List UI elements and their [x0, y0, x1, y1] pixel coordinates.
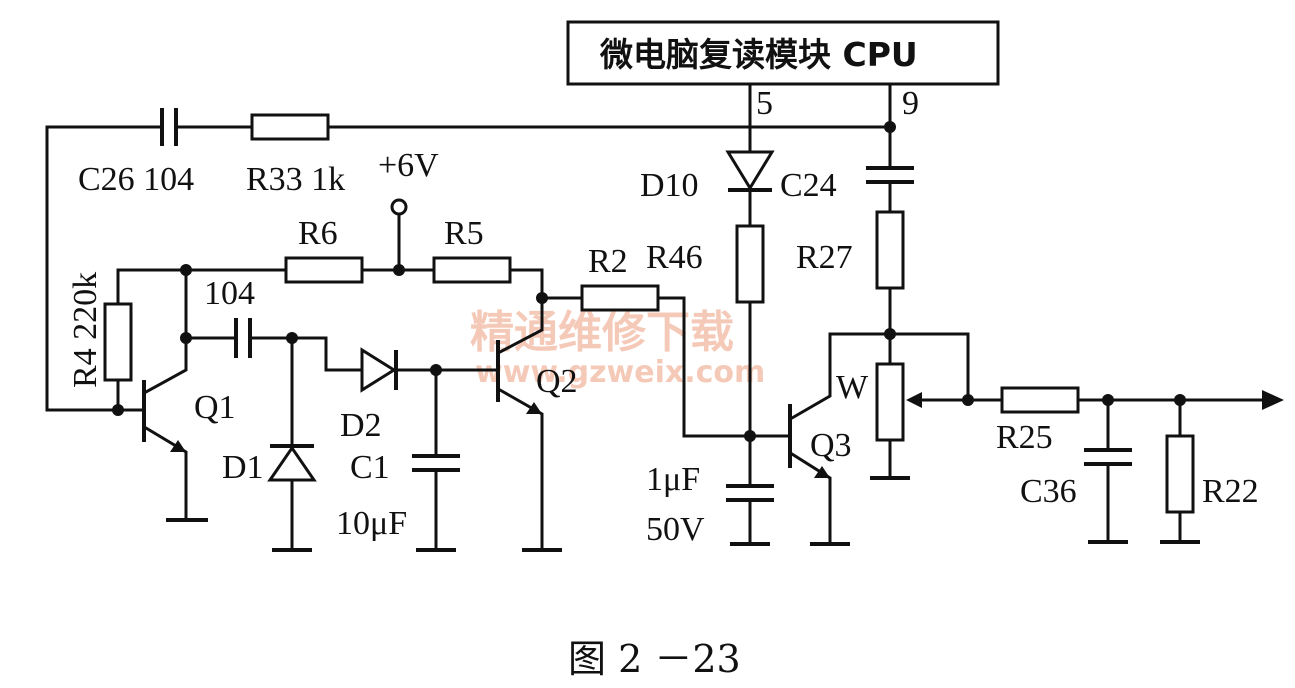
wire-r5-r2	[508, 268, 544, 300]
d10-label: D10	[640, 167, 699, 204]
q1-emitter	[143, 425, 188, 520]
wire-r4-top	[116, 268, 288, 306]
w-label: W	[836, 369, 869, 406]
q3-collector	[789, 332, 970, 421]
r4-label: R4 220k	[67, 272, 104, 388]
r5-resistor	[432, 256, 512, 284]
r22-label: R22	[1202, 473, 1259, 510]
r46-label: R46	[646, 239, 703, 276]
c36-label: C36	[1020, 473, 1077, 510]
node-vcc	[393, 264, 405, 276]
cpu-label: 微电脑复读模块 CPU	[599, 35, 918, 74]
output-arrow	[1262, 390, 1284, 410]
d1-diode	[267, 445, 317, 482]
r33-label: R33 1k	[246, 161, 345, 198]
r33-resistor	[250, 113, 330, 141]
r27-label: R27	[796, 239, 853, 276]
r25-label: R25	[996, 419, 1053, 456]
q2-collector	[497, 296, 544, 355]
r27-resistor	[875, 210, 905, 290]
q3-label: Q3	[810, 427, 852, 464]
figure-caption: 图 2 －23	[568, 637, 741, 681]
watermark-cn: 精通维修下载	[470, 307, 734, 358]
d10-diode	[725, 150, 775, 191]
q1-label: Q1	[194, 389, 236, 426]
feedback-wire	[45, 125, 162, 412]
q3-emitter	[789, 451, 832, 544]
r6-resistor	[284, 256, 364, 284]
r22-resistor	[1165, 434, 1195, 514]
pin-5-label: 5	[756, 85, 773, 122]
c26-label: C26 104	[78, 161, 194, 198]
d2-label: D2	[340, 407, 382, 444]
cap104-label: 104	[204, 275, 255, 312]
r2-label: R2	[588, 243, 628, 280]
wire-d2-in	[324, 336, 364, 372]
c1-value: 10μF	[336, 505, 407, 542]
cpu-box	[566, 20, 1000, 86]
r2-resistor	[580, 284, 660, 312]
q2-emitter-arrow	[526, 402, 542, 414]
r46-resistor	[735, 224, 765, 304]
w-potentiometer	[875, 362, 905, 442]
vcc-terminal	[390, 198, 408, 216]
r25-resistor	[1000, 386, 1080, 414]
q3-emitter-arrow	[814, 466, 830, 478]
r5-label: R5	[444, 215, 484, 252]
watermark-url: www.gzweix.com	[475, 355, 765, 390]
q2-label: Q2	[536, 363, 578, 400]
r6-label: R6	[298, 215, 338, 252]
q1-emitter-arrow	[170, 440, 186, 452]
w-wiper-arrow	[906, 392, 922, 408]
wire-r2-q3base	[656, 296, 792, 438]
c1-label: C1	[350, 449, 390, 486]
r4-resistor	[103, 302, 133, 382]
node-w-top	[884, 328, 896, 340]
cap50v-label: 50V	[646, 511, 705, 548]
c24-label: C24	[780, 167, 837, 204]
d2-diode	[360, 347, 397, 393]
cap1uf-label: 1μF	[646, 461, 700, 498]
q1-collector	[143, 268, 188, 395]
vcc-label: +6V	[378, 147, 439, 184]
node-q1-base	[112, 404, 124, 416]
pin-9-label: 9	[902, 85, 919, 122]
d1-label: D1	[222, 449, 264, 486]
